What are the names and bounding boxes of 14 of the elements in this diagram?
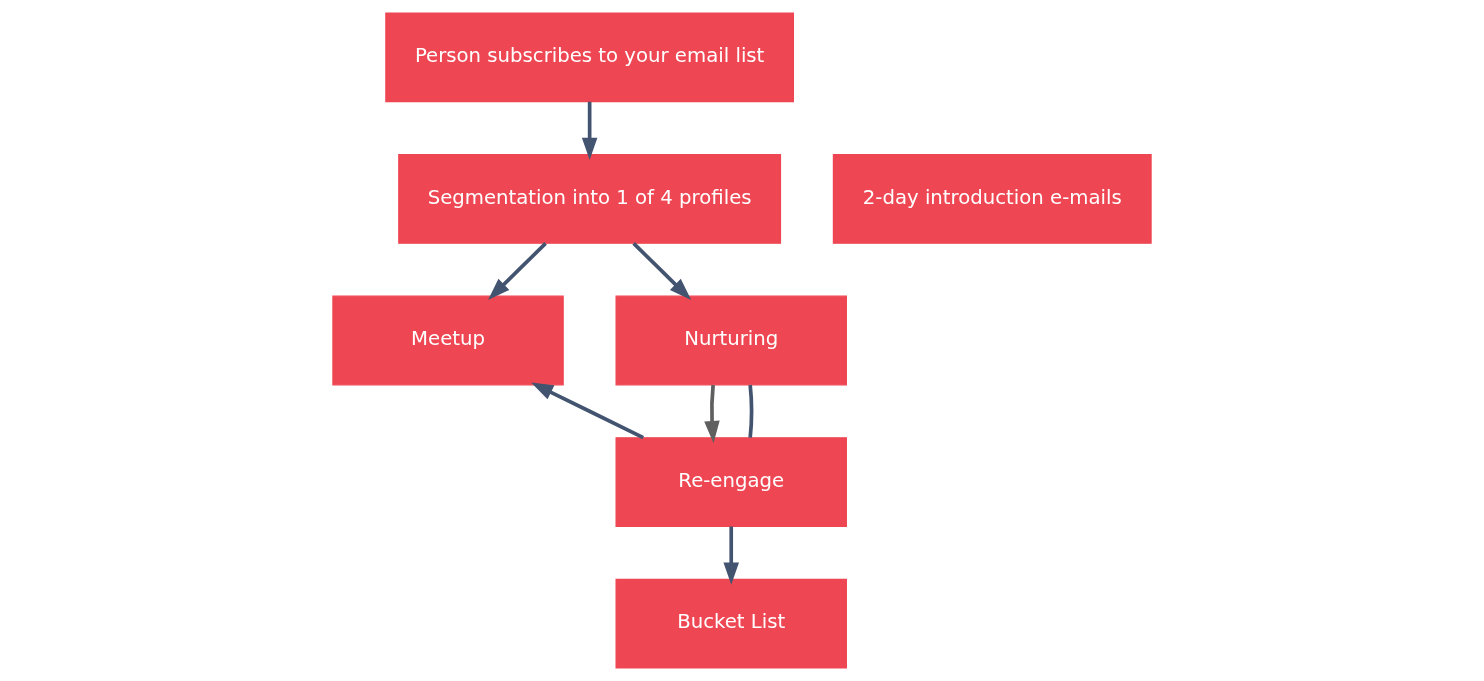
arrow (704, 384, 720, 444)
node-box: Meetup (332, 295, 564, 386)
node-box: Segmentation into 1 of 4 profiles (398, 153, 782, 244)
arrow (723, 526, 739, 585)
arrow (632, 242, 692, 300)
node-box: Bucket List (615, 578, 847, 669)
node-box: Nurturing (615, 295, 847, 386)
connector (748, 384, 754, 438)
node-box: 2-day introduction e-mails (832, 153, 1152, 244)
node-box: Person subscribes to your email list (385, 12, 794, 103)
arrow (531, 382, 645, 440)
arrow (581, 101, 598, 161)
node-box: Re-engage (615, 437, 847, 528)
arrow (488, 242, 547, 300)
